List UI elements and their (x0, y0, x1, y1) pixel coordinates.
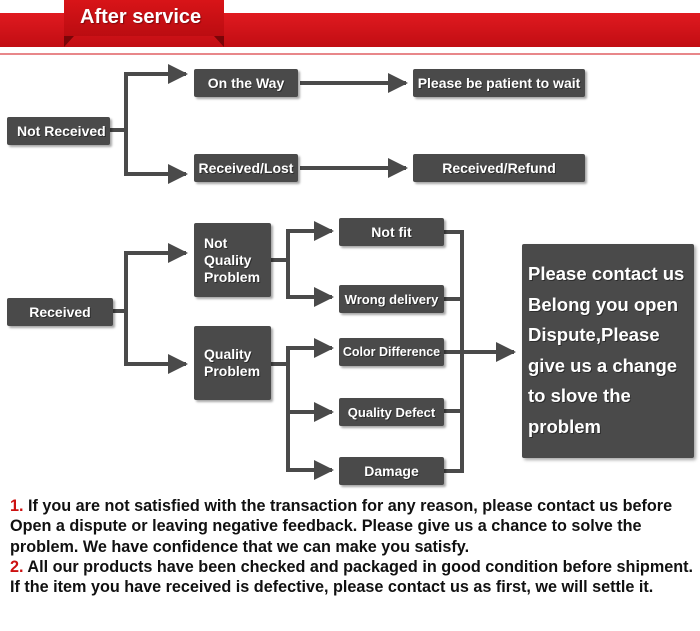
node-not-quality-problem: Not Quality Problem (194, 223, 271, 297)
header-tab (64, 0, 224, 47)
note-text: All our products have been checked and p… (10, 557, 693, 597)
header-tab-fold-left (64, 36, 74, 47)
node-not-received: Not Received (7, 117, 110, 145)
node-received: Received (7, 298, 113, 326)
node-on-the-way: On the Way (194, 69, 298, 97)
note-item: 2. All our products have been checked an… (10, 557, 694, 598)
node-quality-problem: Quality Problem (194, 326, 271, 400)
node-not-fit: Not fit (339, 218, 444, 246)
node-received-refund: Received/Refund (413, 154, 585, 182)
note-number: 2. (10, 557, 24, 576)
header-banner (0, 0, 700, 55)
note-number: 1. (10, 497, 24, 515)
page-title: After service (80, 6, 202, 28)
node-wrong-delivery: Wrong delivery (339, 285, 444, 313)
node-color-difference: Color Difference (339, 338, 444, 366)
node-please-be-patient: Please be patient to wait (413, 69, 585, 97)
node-received-lost: Received/Lost (194, 154, 298, 182)
notes: 1. If you are not satisfied with the tra… (10, 496, 694, 597)
note-item: 1. If you are not satisfied with the tra… (10, 496, 694, 557)
node-damage: Damage (339, 457, 444, 485)
note-text: If you are not satisfied with the transa… (10, 497, 673, 556)
header-tab-fold-right (214, 36, 224, 47)
node-contact-us: Please contact us Belong you open Disput… (522, 244, 694, 458)
node-quality-defect: Quality Defect (339, 398, 444, 426)
